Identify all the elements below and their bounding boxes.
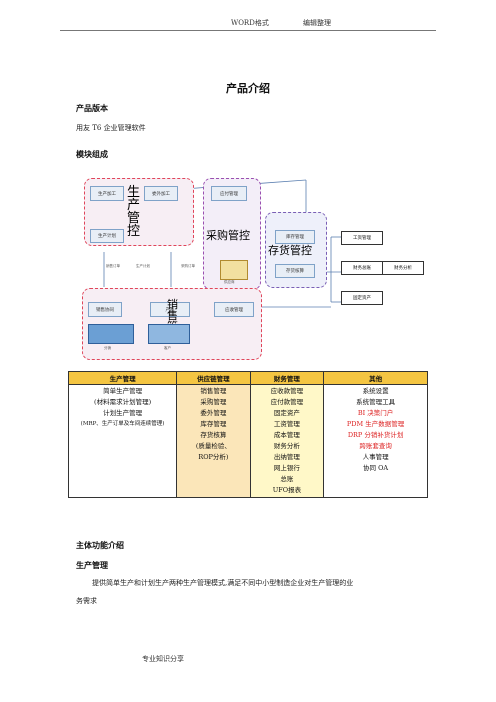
- distribution-building-icon: [88, 324, 134, 344]
- list-item: 应收款管理: [270, 387, 304, 395]
- production-plan-box: 生产计划: [90, 229, 124, 243]
- production-text-line-2: 务需求: [76, 597, 97, 605]
- list-item: 应付款管理: [270, 398, 304, 406]
- general-ledger-box: 财务总账: [341, 261, 383, 275]
- purchase-control-label: 采购管控: [206, 229, 250, 242]
- version-text: 用友 T6 企业管理软件: [76, 124, 146, 132]
- inventory-accounting-box: 存货核算: [275, 264, 315, 278]
- flow-label-production-plan: 生产计划: [136, 264, 150, 268]
- fixed-assets-box: 固定资产: [341, 291, 383, 305]
- list-item: 存货核算: [200, 431, 227, 439]
- list-item: 出纳管理: [273, 453, 300, 461]
- list-item: 总账: [280, 475, 294, 483]
- list-item: 人事管理: [362, 453, 389, 461]
- production-control-label: 生产管控: [127, 185, 141, 239]
- column-finance: 应收款管理 应付款管理 固定资产 工资管理 成本管理 财务分析 出纳管理 网上银…: [249, 384, 325, 498]
- list-item: DRP 分销补货计划: [347, 431, 404, 439]
- list-item: 工资管理: [273, 420, 300, 428]
- list-item: 计划生产管理: [103, 409, 143, 417]
- list-item: ROP分析): [198, 453, 229, 461]
- production-text-line-1: 提供简单生产和计划生产两种生产管理模式,满足不同中小型制造企业对生产管理的业: [92, 579, 354, 587]
- distribution-caption: 分销: [104, 346, 111, 350]
- module-table: 生产管理 供应链管理 财务管理 其他 简单生产管理 (材料需求计划管理) 计划生…: [67, 371, 428, 498]
- modules-heading: 模块组成: [76, 149, 108, 159]
- list-item: 固定资产: [273, 409, 300, 417]
- flow-label-purchase-order: 采购订单: [181, 264, 195, 268]
- list-item: PDM 生产数据管理: [346, 420, 405, 428]
- customer-caption: 客户: [164, 346, 171, 350]
- list-item: 采购管理: [200, 398, 227, 406]
- module-diagram: 生产加工 委外加工 生产计划 生产管控 应付管理 采购管控 供应商 库存管理 存…: [76, 172, 424, 362]
- list-item: 销售管理: [200, 387, 227, 395]
- column-other: 系统设置 系统管理工具 BI 决策门户 PDM 生产数据管理 DRP 分销补货计…: [323, 384, 428, 498]
- page-footer: 专业知识分享: [142, 655, 184, 663]
- column-production: 简单生产管理 (材料需求计划管理) 计划生产管理 (MRP、生产订单及车间连续管…: [67, 384, 178, 498]
- payroll-box: 工资管理: [341, 231, 383, 245]
- list-item: 简单生产管理: [103, 387, 143, 395]
- header-right: 编辑整理: [303, 19, 331, 27]
- list-item: (MRP、生产订单及车间连续管理): [80, 421, 165, 427]
- list-item: 网上银行: [273, 464, 300, 472]
- column-supply-chain: 销售管理 采购管理 委外管理 库存管理 存货核算 (质量检验、 ROP分析): [176, 384, 251, 498]
- sales-collaboration-box: 销售协同: [88, 302, 122, 317]
- customer-store-icon: [148, 324, 190, 344]
- header-production: 生产管理: [67, 371, 178, 385]
- supplier-store-icon: [220, 260, 248, 280]
- list-item: UFO报表: [272, 486, 302, 494]
- inventory-control-label: 存货管控: [268, 244, 312, 257]
- receivables-box: 应收管理: [214, 302, 254, 317]
- list-item: 财务分析: [273, 442, 300, 450]
- list-item: 跨账套查询: [359, 442, 392, 450]
- inventory-management-box: 库存管理: [275, 230, 315, 244]
- list-item: 系统设置: [362, 387, 389, 395]
- supplier-caption: 供应商: [224, 280, 235, 284]
- payables-box: 应付管理: [211, 186, 247, 201]
- page-title: 产品介绍: [226, 82, 270, 95]
- header-other: 其他: [323, 371, 428, 385]
- list-item: (质量检验、: [195, 442, 231, 450]
- header-supply-chain: 供应链管理: [176, 371, 251, 385]
- list-item: BI 决策门户: [357, 409, 394, 417]
- list-item: 库存管理: [200, 420, 227, 428]
- header-left: WORD格式: [231, 19, 269, 27]
- main-heading: 主体功能介绍: [76, 540, 124, 550]
- header-finance: 财务管理: [249, 371, 325, 385]
- production-heading: 生产管理: [76, 560, 108, 570]
- outsourcing-box: 委外加工: [144, 186, 178, 201]
- list-item: 协同 OA: [363, 464, 389, 472]
- product-box: 产品: [150, 302, 190, 317]
- header-rule: [60, 30, 436, 31]
- list-item: 系统管理工具: [356, 398, 396, 406]
- version-heading: 产品版本: [76, 103, 108, 113]
- list-item: (材料需求计划管理): [94, 398, 152, 406]
- financial-analysis-box: 财务分析: [382, 261, 424, 275]
- production-processing-box: 生产加工: [90, 186, 124, 201]
- list-item: 成本管理: [273, 431, 300, 439]
- flow-label-sales-order: 销售订单: [106, 264, 120, 268]
- list-item: 委外管理: [200, 409, 227, 417]
